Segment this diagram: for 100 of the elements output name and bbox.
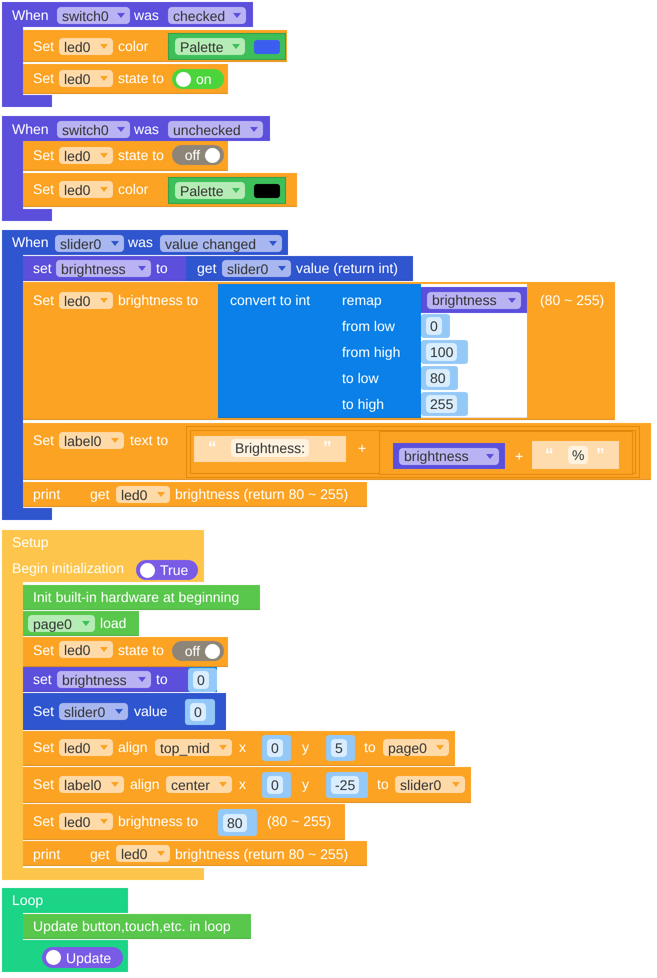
block-label: was bbox=[134, 120, 159, 138]
number-block bbox=[262, 772, 291, 798]
block-label: to bbox=[364, 738, 376, 756]
join-block bbox=[186, 426, 640, 478]
number-block bbox=[218, 809, 257, 836]
block-label: convert to int bbox=[230, 291, 310, 309]
block-label: brightness (return 80 ~ 255) bbox=[175, 845, 348, 863]
statement-block bbox=[23, 693, 226, 730]
statement-block bbox=[23, 611, 139, 636]
quote-mark: ” bbox=[323, 439, 332, 457]
variable-block bbox=[393, 443, 505, 469]
dropdown: Palette bbox=[175, 38, 245, 55]
block-label: to low bbox=[342, 369, 379, 387]
toggle-switch: Update bbox=[42, 947, 123, 968]
quote-mark: ” bbox=[596, 446, 604, 464]
block-label: to bbox=[377, 775, 389, 793]
number-field: 0 bbox=[190, 703, 206, 721]
block-label: Set bbox=[33, 37, 54, 55]
statement-block bbox=[23, 141, 228, 171]
dropdown: led0 bbox=[116, 845, 170, 862]
block-label: color bbox=[118, 37, 148, 55]
set-variable-block bbox=[23, 256, 413, 281]
number-field: 255 bbox=[426, 395, 458, 413]
number-field: 0 bbox=[267, 739, 283, 757]
variable-dropdown: brightness bbox=[399, 448, 499, 464]
text-block bbox=[532, 441, 619, 469]
block-label: was bbox=[134, 6, 159, 24]
block-label: x bbox=[239, 775, 246, 793]
block-label: (80 ~ 255) bbox=[540, 291, 604, 309]
block-label: y bbox=[302, 775, 309, 793]
block-label: When bbox=[12, 6, 49, 24]
block-label: remap bbox=[342, 291, 382, 309]
statement-block bbox=[23, 173, 297, 207]
number-block bbox=[421, 366, 458, 390]
block-label: Set bbox=[33, 431, 54, 449]
dropdown: led0 bbox=[59, 181, 113, 198]
number-field: -25 bbox=[331, 776, 360, 794]
number-field: 0 bbox=[267, 776, 283, 794]
block-label: print bbox=[33, 845, 60, 863]
number-field: 5 bbox=[331, 739, 347, 757]
block-label: brightness to bbox=[118, 291, 198, 309]
number-field: 100 bbox=[426, 343, 458, 361]
block-label: get bbox=[197, 259, 216, 277]
block-label: align bbox=[130, 775, 160, 793]
dropdown: slider0 bbox=[59, 703, 128, 720]
block-label: (80 ~ 255) bbox=[267, 812, 332, 830]
block-label: to bbox=[156, 670, 168, 688]
statement-block bbox=[23, 585, 260, 610]
block-label: Set bbox=[33, 69, 54, 87]
dropdown: brightness bbox=[56, 260, 151, 277]
dropdown: top_mid bbox=[155, 739, 232, 756]
block-label: get bbox=[90, 845, 110, 863]
dropdown: led0 bbox=[59, 292, 113, 309]
number-block bbox=[188, 668, 217, 692]
block-label: set bbox=[33, 670, 52, 688]
dropdown: label0 bbox=[59, 432, 124, 449]
block-label: Set bbox=[33, 641, 54, 659]
get-value-block bbox=[186, 256, 413, 281]
number-block bbox=[185, 699, 215, 725]
block-label: set bbox=[33, 259, 52, 277]
dropdown: led0 bbox=[59, 813, 113, 830]
function-block bbox=[218, 284, 527, 418]
statement-block bbox=[23, 804, 345, 840]
number-block bbox=[262, 735, 291, 761]
block-label: x bbox=[239, 738, 246, 756]
block-label: color bbox=[118, 180, 148, 198]
statement-block bbox=[23, 767, 471, 803]
block-label: state to bbox=[118, 146, 164, 164]
operator-label: + bbox=[515, 447, 524, 465]
block-label: Setup bbox=[12, 533, 49, 551]
dropdown: brightness bbox=[57, 671, 151, 688]
block-label: from low bbox=[342, 317, 395, 335]
block-label: brightness (return 80 ~ 255) bbox=[175, 485, 348, 503]
block-label: load bbox=[100, 614, 126, 632]
block-label: Set bbox=[33, 291, 54, 309]
dropdown: switch0 bbox=[57, 7, 130, 24]
dropdown: led0 bbox=[116, 486, 170, 503]
block-label: state to bbox=[118, 641, 164, 659]
block-label: brightness to bbox=[118, 812, 198, 830]
block-label: state to bbox=[118, 69, 164, 87]
dropdown: slider0 bbox=[395, 776, 465, 793]
number-block bbox=[421, 340, 468, 364]
dropdown: led0 bbox=[59, 739, 113, 756]
text-block bbox=[194, 436, 346, 462]
number-field: 0 bbox=[193, 671, 209, 689]
number-block bbox=[326, 735, 355, 761]
block-label: align bbox=[118, 738, 148, 756]
dropdown: slider0 bbox=[55, 235, 124, 252]
block-label: value (return int) bbox=[296, 259, 398, 277]
variable-block bbox=[421, 287, 527, 313]
block-label: Init built-in hardware at beginning bbox=[33, 588, 240, 606]
operator-label: + bbox=[358, 439, 366, 457]
print-block bbox=[23, 482, 367, 507]
block-label: When bbox=[12, 233, 49, 251]
statement-block bbox=[23, 731, 455, 766]
dropdown: led0 bbox=[59, 70, 113, 87]
block-label: Set bbox=[33, 738, 54, 756]
statement-block bbox=[23, 64, 228, 94]
statement-block bbox=[23, 30, 287, 62]
toggle-switch: True bbox=[136, 560, 198, 580]
